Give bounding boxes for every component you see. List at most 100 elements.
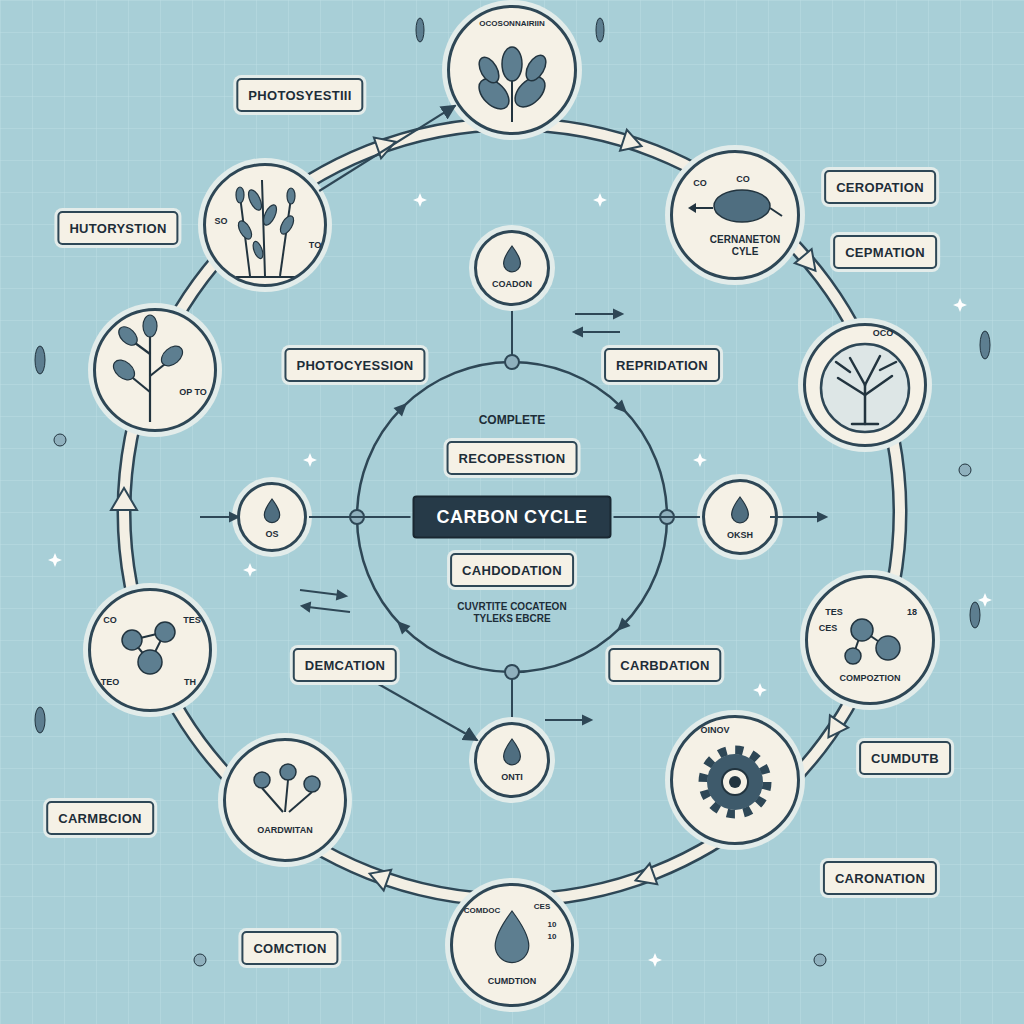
circle-text: COMDOC (464, 906, 500, 915)
decor-shape (770, 208, 782, 216)
decor-shape (251, 240, 265, 260)
decor-shape (805, 325, 925, 445)
process-label: CEROPATION (824, 170, 936, 204)
circle-text: OS (265, 529, 278, 539)
decor-shape (613, 618, 631, 636)
label-text: PHOTOCYESSION (296, 358, 413, 373)
decor-shape (83, 583, 217, 717)
decor-shape (413, 193, 427, 207)
circle-text: TES (825, 607, 843, 617)
cycle-circle: SOTO (203, 163, 327, 287)
decor-shape (495, 911, 529, 963)
decor-shape (243, 563, 257, 577)
circle-text: 10 (548, 932, 557, 941)
decor-shape (300, 590, 340, 595)
decor-shape (442, 0, 582, 140)
decor-shape (504, 246, 521, 272)
decor-shape (836, 362, 850, 372)
cycle-circle: OS (237, 482, 307, 552)
process-label: CARMBCION (46, 801, 154, 835)
decor-shape (111, 488, 137, 510)
decor-shape (452, 885, 572, 1005)
process-label: CAHDODATION (450, 553, 574, 587)
decor-shape (693, 453, 707, 467)
cycle-circle: OINOV (670, 715, 800, 845)
decor-shape (970, 602, 980, 628)
decor-shape (620, 130, 645, 157)
decor-shape (394, 399, 412, 417)
label-text: CARMBCION (58, 811, 142, 826)
process-label: CUMDUTB (859, 741, 951, 775)
decor-shape (143, 315, 157, 337)
circle-text: CES (819, 623, 838, 633)
decor-shape (236, 180, 296, 277)
decor-shape (111, 130, 848, 891)
decor-shape (814, 954, 826, 966)
circle-text: CO (736, 174, 750, 184)
decor-shape (753, 683, 767, 697)
circle-text: 10 (548, 920, 557, 929)
decor-shape (648, 953, 662, 967)
decor-shape (416, 18, 424, 42)
decor-shape (469, 225, 555, 311)
decor-shape (124, 124, 900, 900)
label-text: COMCTION (253, 941, 326, 956)
cycle-circle: COTESTEOTH (88, 588, 212, 712)
label-text: RECOPESSTION (459, 451, 566, 466)
decor-arrows (200, 310, 826, 724)
circle-text: TO (309, 240, 321, 250)
decor-shape (246, 188, 264, 212)
decor-shape (287, 188, 295, 204)
decor-shape (880, 362, 896, 370)
decor-shape (232, 477, 312, 557)
circle-text: CUMDTION (488, 976, 537, 986)
decor-shape (445, 878, 579, 1012)
gear-icon (703, 750, 767, 814)
decor-shape (218, 733, 352, 867)
label-text: CUMDUTB (871, 751, 939, 766)
label-text: CARBDATION (620, 658, 709, 673)
decor-shape (703, 750, 767, 814)
decor-shape (302, 603, 310, 611)
circle-text: COMPOZTION (840, 673, 901, 683)
decor-shape (632, 864, 657, 891)
process-label: HUTORYSTION (57, 211, 178, 245)
decor-shape (980, 331, 990, 359)
decor-shape (672, 152, 798, 278)
decor-shape (35, 346, 45, 374)
decor-shape (449, 7, 575, 133)
circle-text: TEO (101, 677, 120, 687)
decor-shape (795, 249, 824, 278)
decor-shape (672, 717, 798, 843)
cloud-icon (688, 190, 782, 222)
label-text: PHOTOSYESTIII (248, 88, 351, 103)
decor-shape (953, 298, 967, 312)
decor-shape (818, 513, 826, 521)
decor-shape (54, 434, 66, 446)
decor-shape (280, 198, 291, 276)
decor-shape (262, 180, 265, 276)
label-text: CEPMATION (845, 245, 925, 260)
circle-text: OCOSONNAIRIIN (479, 19, 544, 28)
decor-shape (838, 378, 865, 395)
decor-shape (393, 617, 411, 635)
decor-shape (729, 776, 741, 788)
circle-text: COADON (492, 279, 532, 289)
circle-text: OARDWITAN (257, 825, 312, 835)
circle-grounds (90, 7, 933, 1005)
decor-shape (800, 570, 940, 710)
circle-text: OP TO (179, 387, 207, 397)
decor-shape (88, 303, 222, 437)
connector (377, 683, 478, 740)
process-label: CARBDATION (608, 648, 721, 682)
cycle-circle: OKSH (702, 479, 778, 555)
outer-ring (111, 124, 900, 900)
decor-shape (308, 607, 350, 612)
decor-shape (110, 356, 139, 384)
decor-shape (511, 306, 513, 355)
cycle-circle: OCO (803, 323, 927, 447)
decor-shape (504, 739, 521, 765)
